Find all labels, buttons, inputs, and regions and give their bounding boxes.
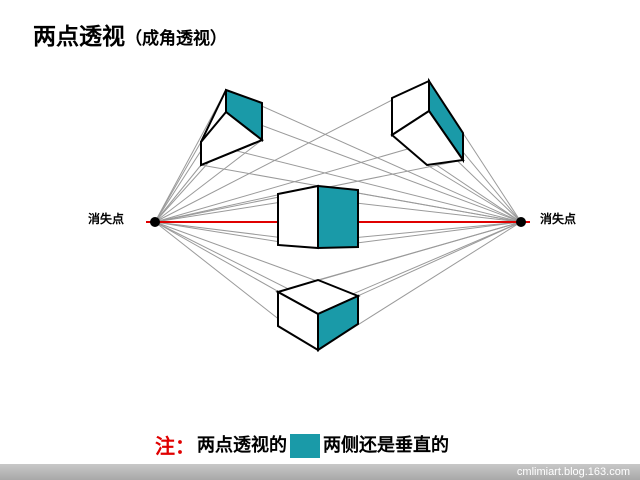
guide-line-right: [317, 221, 522, 281]
guide-line-right: [225, 111, 522, 223]
box-upper-left: [200, 88, 264, 167]
note-text-before: 两点透视的: [197, 435, 287, 456]
box-center-face-left: [277, 184, 319, 250]
box-lower: [275, 278, 361, 352]
vanishing-point-left-label: 消失点: [88, 212, 125, 226]
vanishing-point-right-label: 消失点: [540, 212, 577, 226]
guide-line-left: [154, 141, 202, 223]
box-upper-left-face-front: [200, 110, 264, 167]
box-center-face-teal: [317, 184, 359, 250]
guide-line-left: [154, 89, 227, 223]
box-upper-right: [390, 77, 465, 167]
guide-line-right: [426, 164, 522, 223]
box-lower-face-teal: [317, 294, 359, 352]
page-title: 两点透视（成角透视）: [33, 26, 227, 49]
title-subtitle: （成角透视）: [125, 29, 227, 49]
guide-line-left: [154, 80, 430, 223]
vanishing-point-right: [516, 217, 526, 227]
teal-face-swatch-icon: [290, 434, 320, 458]
box-center: [277, 184, 359, 250]
footer-watermark: cmlimiart.blog.163.com: [516, 466, 630, 478]
guide-line-left: [154, 139, 263, 223]
guide-line-right: [225, 89, 522, 223]
note-prefix: 注：: [155, 434, 195, 458]
title-main: 两点透视: [33, 24, 125, 50]
guide-line-left: [154, 164, 202, 223]
note-text-after: 两侧还是垂直的: [323, 435, 449, 456]
box-upper-right-face-bottom: [390, 109, 465, 167]
guide-line-right: [200, 141, 522, 223]
note: 注： 两点透视的 两侧还是垂直的: [155, 434, 449, 458]
footer-bar: cmlimiart.blog.163.com: [0, 464, 640, 480]
vanishing-point-left: [150, 217, 160, 227]
